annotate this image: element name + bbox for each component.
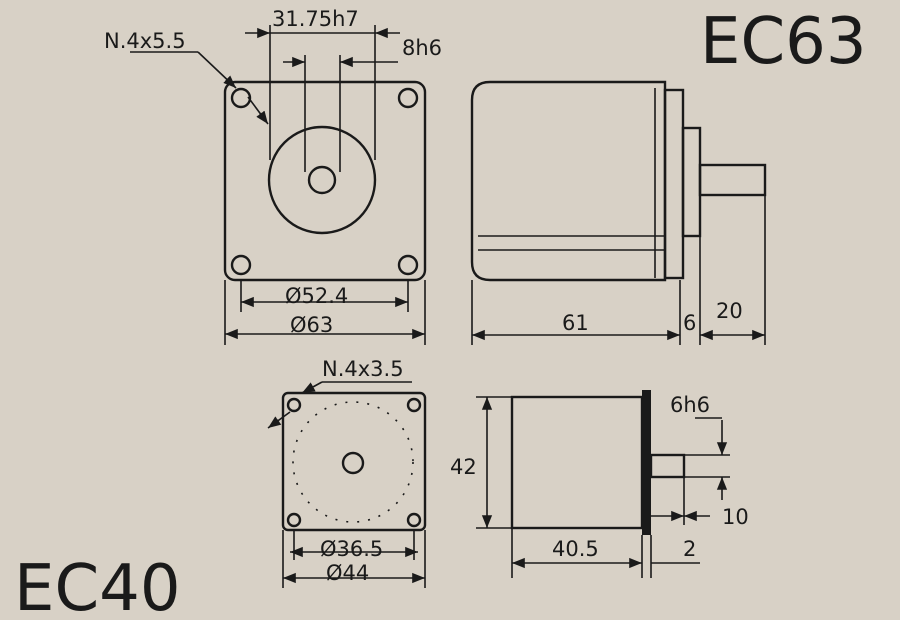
label-shaft-small: 6h6	[670, 393, 710, 417]
ec40-side-view	[476, 390, 730, 578]
label-pilot: 31.75h7	[272, 7, 359, 31]
label-shaft-length-small: 10	[722, 505, 749, 529]
label-pilot-length: 6	[683, 311, 696, 335]
label-shaft: 8h6	[402, 36, 442, 60]
ec63-front-view	[130, 25, 427, 345]
ec63-side-view	[470, 80, 767, 345]
label-flange: Ø63	[290, 313, 333, 337]
label-height-small: 42	[450, 455, 477, 479]
label-bolt-circle: Ø52.4	[285, 284, 348, 308]
label-mount-holes-small: N.4x3.5	[322, 357, 404, 381]
label-bolt-circle-small: Ø36.5	[320, 537, 383, 561]
label-body-length: 61	[562, 311, 589, 335]
label-mount-holes: N.4x5.5	[104, 29, 186, 53]
label-body-length-small: 40.5	[552, 537, 599, 561]
label-flange-small: Ø44	[326, 561, 369, 585]
model-title-ec40: EC40	[14, 552, 181, 620]
label-shaft-length: 20	[716, 299, 743, 323]
ec40-front-view	[267, 381, 427, 588]
label-flange-thickness-small: 2	[683, 537, 696, 561]
model-title-ec63: EC63	[700, 5, 867, 79]
